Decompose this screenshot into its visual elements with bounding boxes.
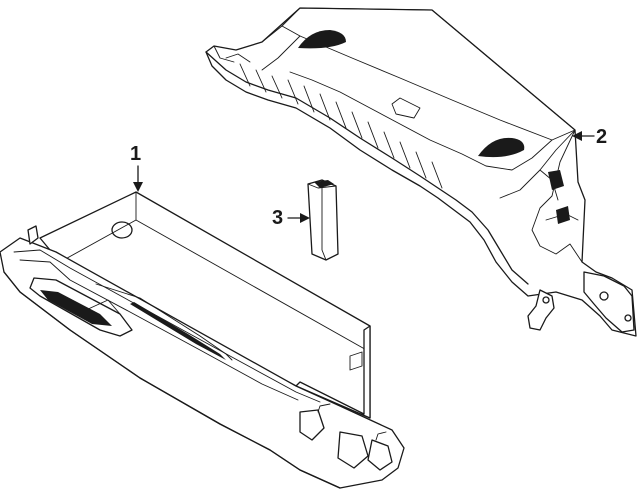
- glove-box-door: [0, 191, 405, 489]
- callout-number-3: 3: [272, 207, 284, 229]
- arrowhead-3: [300, 213, 310, 223]
- callout-number-2: 2: [596, 126, 608, 148]
- glove-box-housing: [205, 7, 637, 337]
- callout-number-1: 1: [130, 143, 142, 165]
- arrowhead-2: [572, 131, 582, 141]
- arrowhead-1: [133, 182, 143, 192]
- retainer-clip: [307, 179, 339, 261]
- callout-leaders: [133, 131, 595, 223]
